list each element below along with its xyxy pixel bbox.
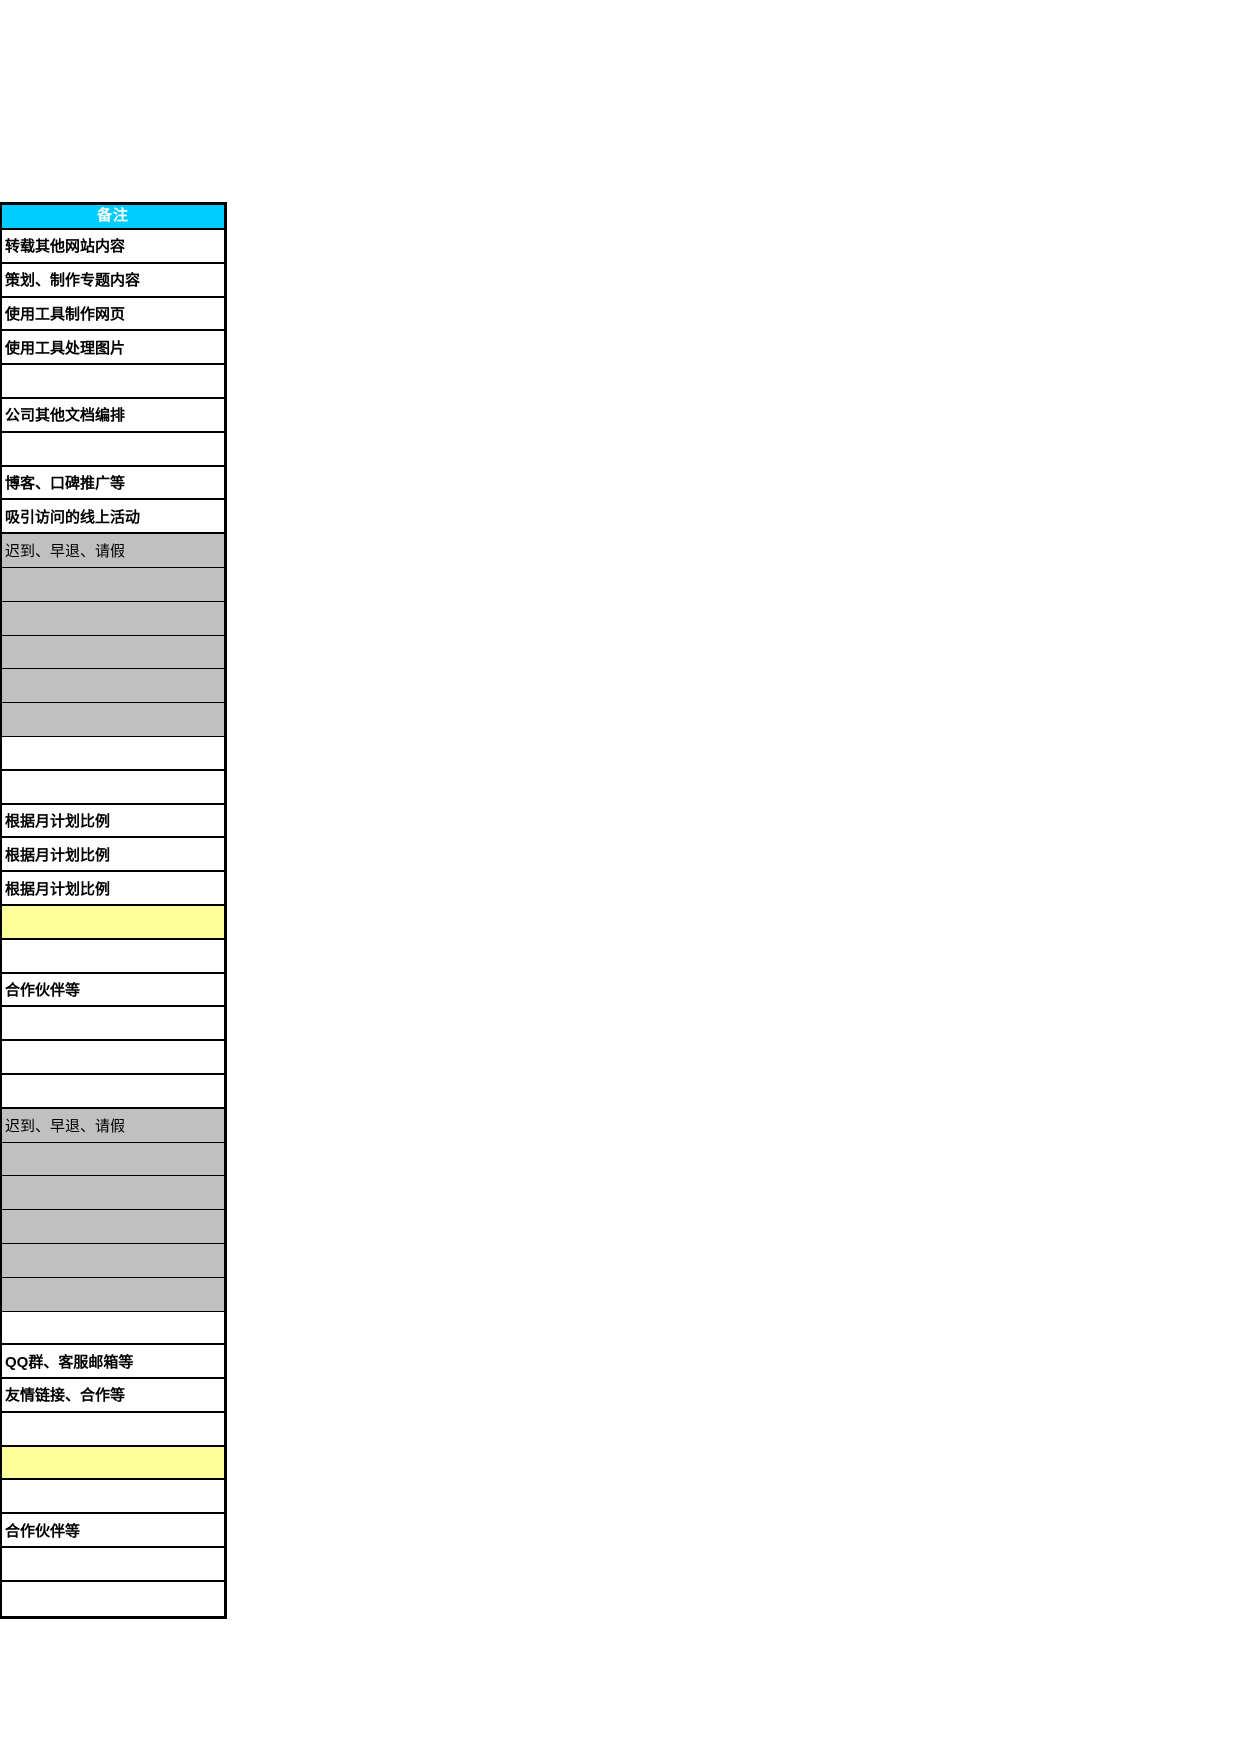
cell-text: 合作伙伴等 (5, 981, 81, 999)
table-row[interactable]: 策划、制作专题内容 (2, 263, 224, 298)
table-row[interactable] (2, 1210, 224, 1244)
table-row[interactable]: 根据月计划比例 (2, 838, 224, 873)
cell-text: 使用工具制作网页 (5, 305, 126, 323)
table-row[interactable] (2, 1311, 224, 1346)
table-row[interactable] (2, 601, 224, 636)
table-row[interactable] (2, 1176, 224, 1211)
table-row[interactable]: 合作伙伴等 (2, 973, 224, 1008)
remarks-rows-container: 转载其他网站内容策划、制作专题内容使用工具制作网页使用工具处理图片公司其他文档编… (2, 230, 224, 1616)
table-row[interactable] (2, 939, 224, 974)
table-row[interactable] (2, 770, 224, 805)
table-row[interactable]: 合作伙伴等 (2, 1514, 224, 1549)
table-row[interactable]: 转载其他网站内容 (2, 230, 224, 264)
table-row[interactable]: 使用工具制作网页 (2, 297, 224, 332)
table-row[interactable] (2, 736, 224, 771)
cell-text: 吸引访问的线上活动 (5, 508, 141, 526)
table-row[interactable] (2, 1007, 224, 1042)
table-row[interactable] (2, 365, 224, 399)
table-row[interactable] (2, 669, 224, 704)
cell-text: 迟到、早退、请假 (5, 543, 126, 561)
cell-text: 策划、制作专题内容 (5, 272, 141, 290)
cell-text: 博客、口碑推广等 (5, 474, 126, 492)
cell-text: 使用工具处理图片 (5, 339, 126, 357)
table-row[interactable] (2, 1446, 224, 1481)
cell-text: 公司其他文档编排 (5, 407, 126, 425)
table-row[interactable] (2, 1548, 224, 1582)
table-row[interactable] (2, 1480, 224, 1515)
table-row[interactable]: 根据月计划比例 (2, 872, 224, 906)
table-row[interactable] (2, 1277, 224, 1312)
table-row[interactable] (2, 1074, 224, 1109)
cell-text: 迟到、早退、请假 (5, 1117, 126, 1135)
table-row[interactable]: 根据月计划比例 (2, 804, 224, 839)
table-row[interactable] (2, 905, 224, 940)
table-row[interactable]: 博客、口碑推广等 (2, 466, 224, 501)
table-row[interactable] (2, 1142, 224, 1177)
table-row[interactable]: 迟到、早退、请假 (2, 534, 224, 568)
table-row[interactable] (2, 1412, 224, 1447)
table-row[interactable] (2, 635, 224, 670)
table-row[interactable] (2, 432, 224, 467)
table-row[interactable] (2, 1243, 224, 1278)
table-row[interactable]: 使用工具处理图片 (2, 331, 224, 366)
table-row[interactable] (2, 1581, 224, 1616)
table-row[interactable]: 友情链接、合作等 (2, 1379, 224, 1413)
cell-text: 根据月计划比例 (5, 880, 111, 898)
remarks-column: 备注 转载其他网站内容策划、制作专题内容使用工具制作网页使用工具处理图片公司其他… (0, 202, 227, 1619)
column-header-remarks[interactable]: 备注 (2, 205, 224, 230)
table-row[interactable] (2, 1041, 224, 1075)
table-row[interactable] (2, 567, 224, 602)
cell-text: 合作伙伴等 (5, 1522, 81, 1540)
table-row[interactable]: QQ群、客服邮箱等 (2, 1345, 224, 1380)
table-row[interactable]: 吸引访问的线上活动 (2, 500, 224, 535)
cell-text: 根据月计划比例 (5, 812, 111, 830)
table-row[interactable] (2, 703, 224, 737)
cell-text: 友情链接、合作等 (5, 1387, 126, 1405)
cell-text: 根据月计划比例 (5, 846, 111, 864)
table-row[interactable]: 迟到、早退、请假 (2, 1108, 224, 1143)
cell-text: 转载其他网站内容 (5, 238, 126, 256)
cell-text: QQ群、客服邮箱等 (5, 1353, 134, 1371)
table-row[interactable]: 公司其他文档编排 (2, 398, 224, 433)
